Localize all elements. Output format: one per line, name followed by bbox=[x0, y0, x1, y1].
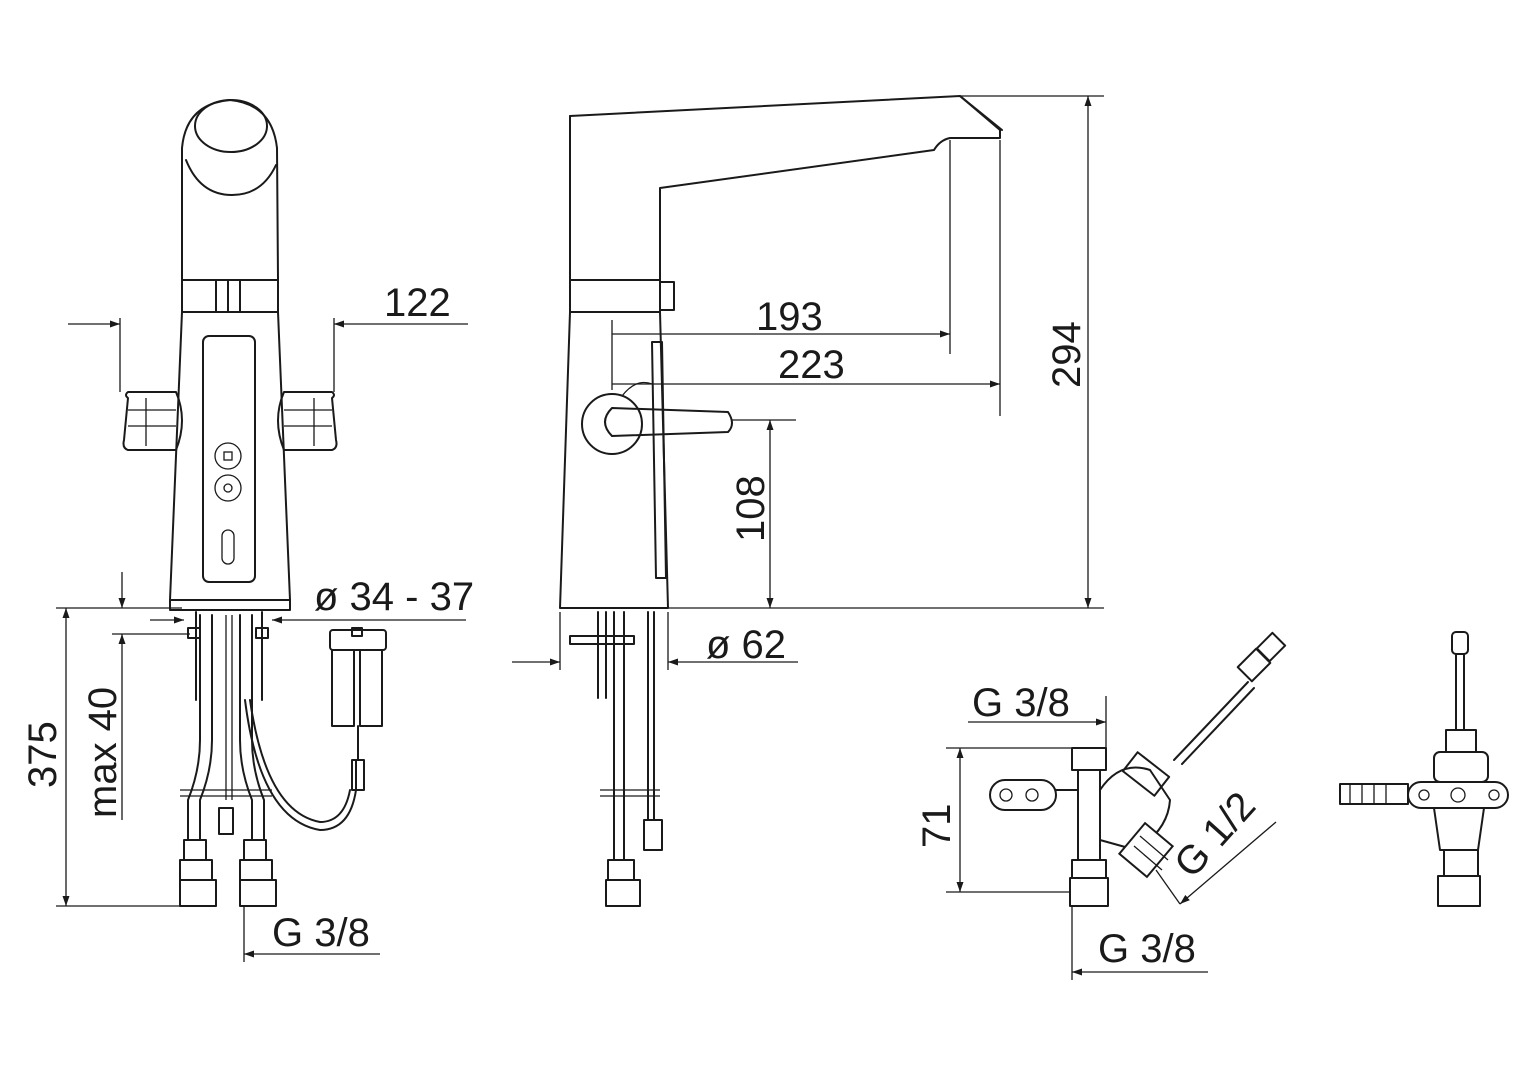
side-dimensions bbox=[512, 95, 1104, 670]
side-lever-height-label: 108 bbox=[729, 475, 773, 542]
front-hole-label: ø 34 - 37 bbox=[314, 575, 474, 619]
button-dot-icon bbox=[214, 474, 242, 502]
side-view: 193 223 294 108 ø 62 bbox=[512, 95, 1104, 907]
valve-height-label: 71 bbox=[915, 804, 959, 849]
valve-thread-label: G 1/2 bbox=[1166, 784, 1264, 886]
valve-body bbox=[989, 631, 1287, 907]
valve-outlet-label: G 3/8 bbox=[1098, 927, 1196, 971]
valve-front-view bbox=[1339, 631, 1509, 907]
front-view: 122 375 max 40 ø 34 - 37 G 3/8 bbox=[21, 99, 474, 962]
side-reach-223-label: 223 bbox=[778, 343, 845, 387]
front-spout-head bbox=[181, 99, 279, 281]
front-dimensions bbox=[56, 318, 468, 962]
front-height-label: 375 bbox=[21, 721, 65, 788]
sensor-window bbox=[221, 529, 235, 565]
side-base-label: ø 62 bbox=[706, 623, 786, 667]
front-left-handle bbox=[122, 391, 183, 451]
side-body bbox=[559, 95, 1003, 609]
front-control-band bbox=[181, 279, 279, 313]
front-hoses bbox=[180, 614, 357, 841]
front-mounting bbox=[187, 611, 269, 701]
valve-view: G 3/8 71 G 1/2 G 3/8 bbox=[915, 631, 1287, 980]
front-thickness-label: max 40 bbox=[81, 687, 125, 818]
front-fittings bbox=[179, 807, 277, 907]
valve-inlet-label: G 3/8 bbox=[972, 681, 1070, 725]
side-height-label: 294 bbox=[1045, 321, 1089, 388]
side-reach-193-label: 193 bbox=[756, 295, 823, 339]
side-hoses bbox=[569, 611, 663, 907]
valve-dimensions bbox=[946, 696, 1277, 980]
front-right-handle bbox=[277, 391, 338, 451]
button-square-icon bbox=[214, 442, 242, 470]
front-width-label: 122 bbox=[384, 281, 451, 325]
front-connection-label: G 3/8 bbox=[272, 911, 370, 955]
front-body bbox=[169, 311, 291, 611]
power-adapter bbox=[329, 627, 387, 791]
